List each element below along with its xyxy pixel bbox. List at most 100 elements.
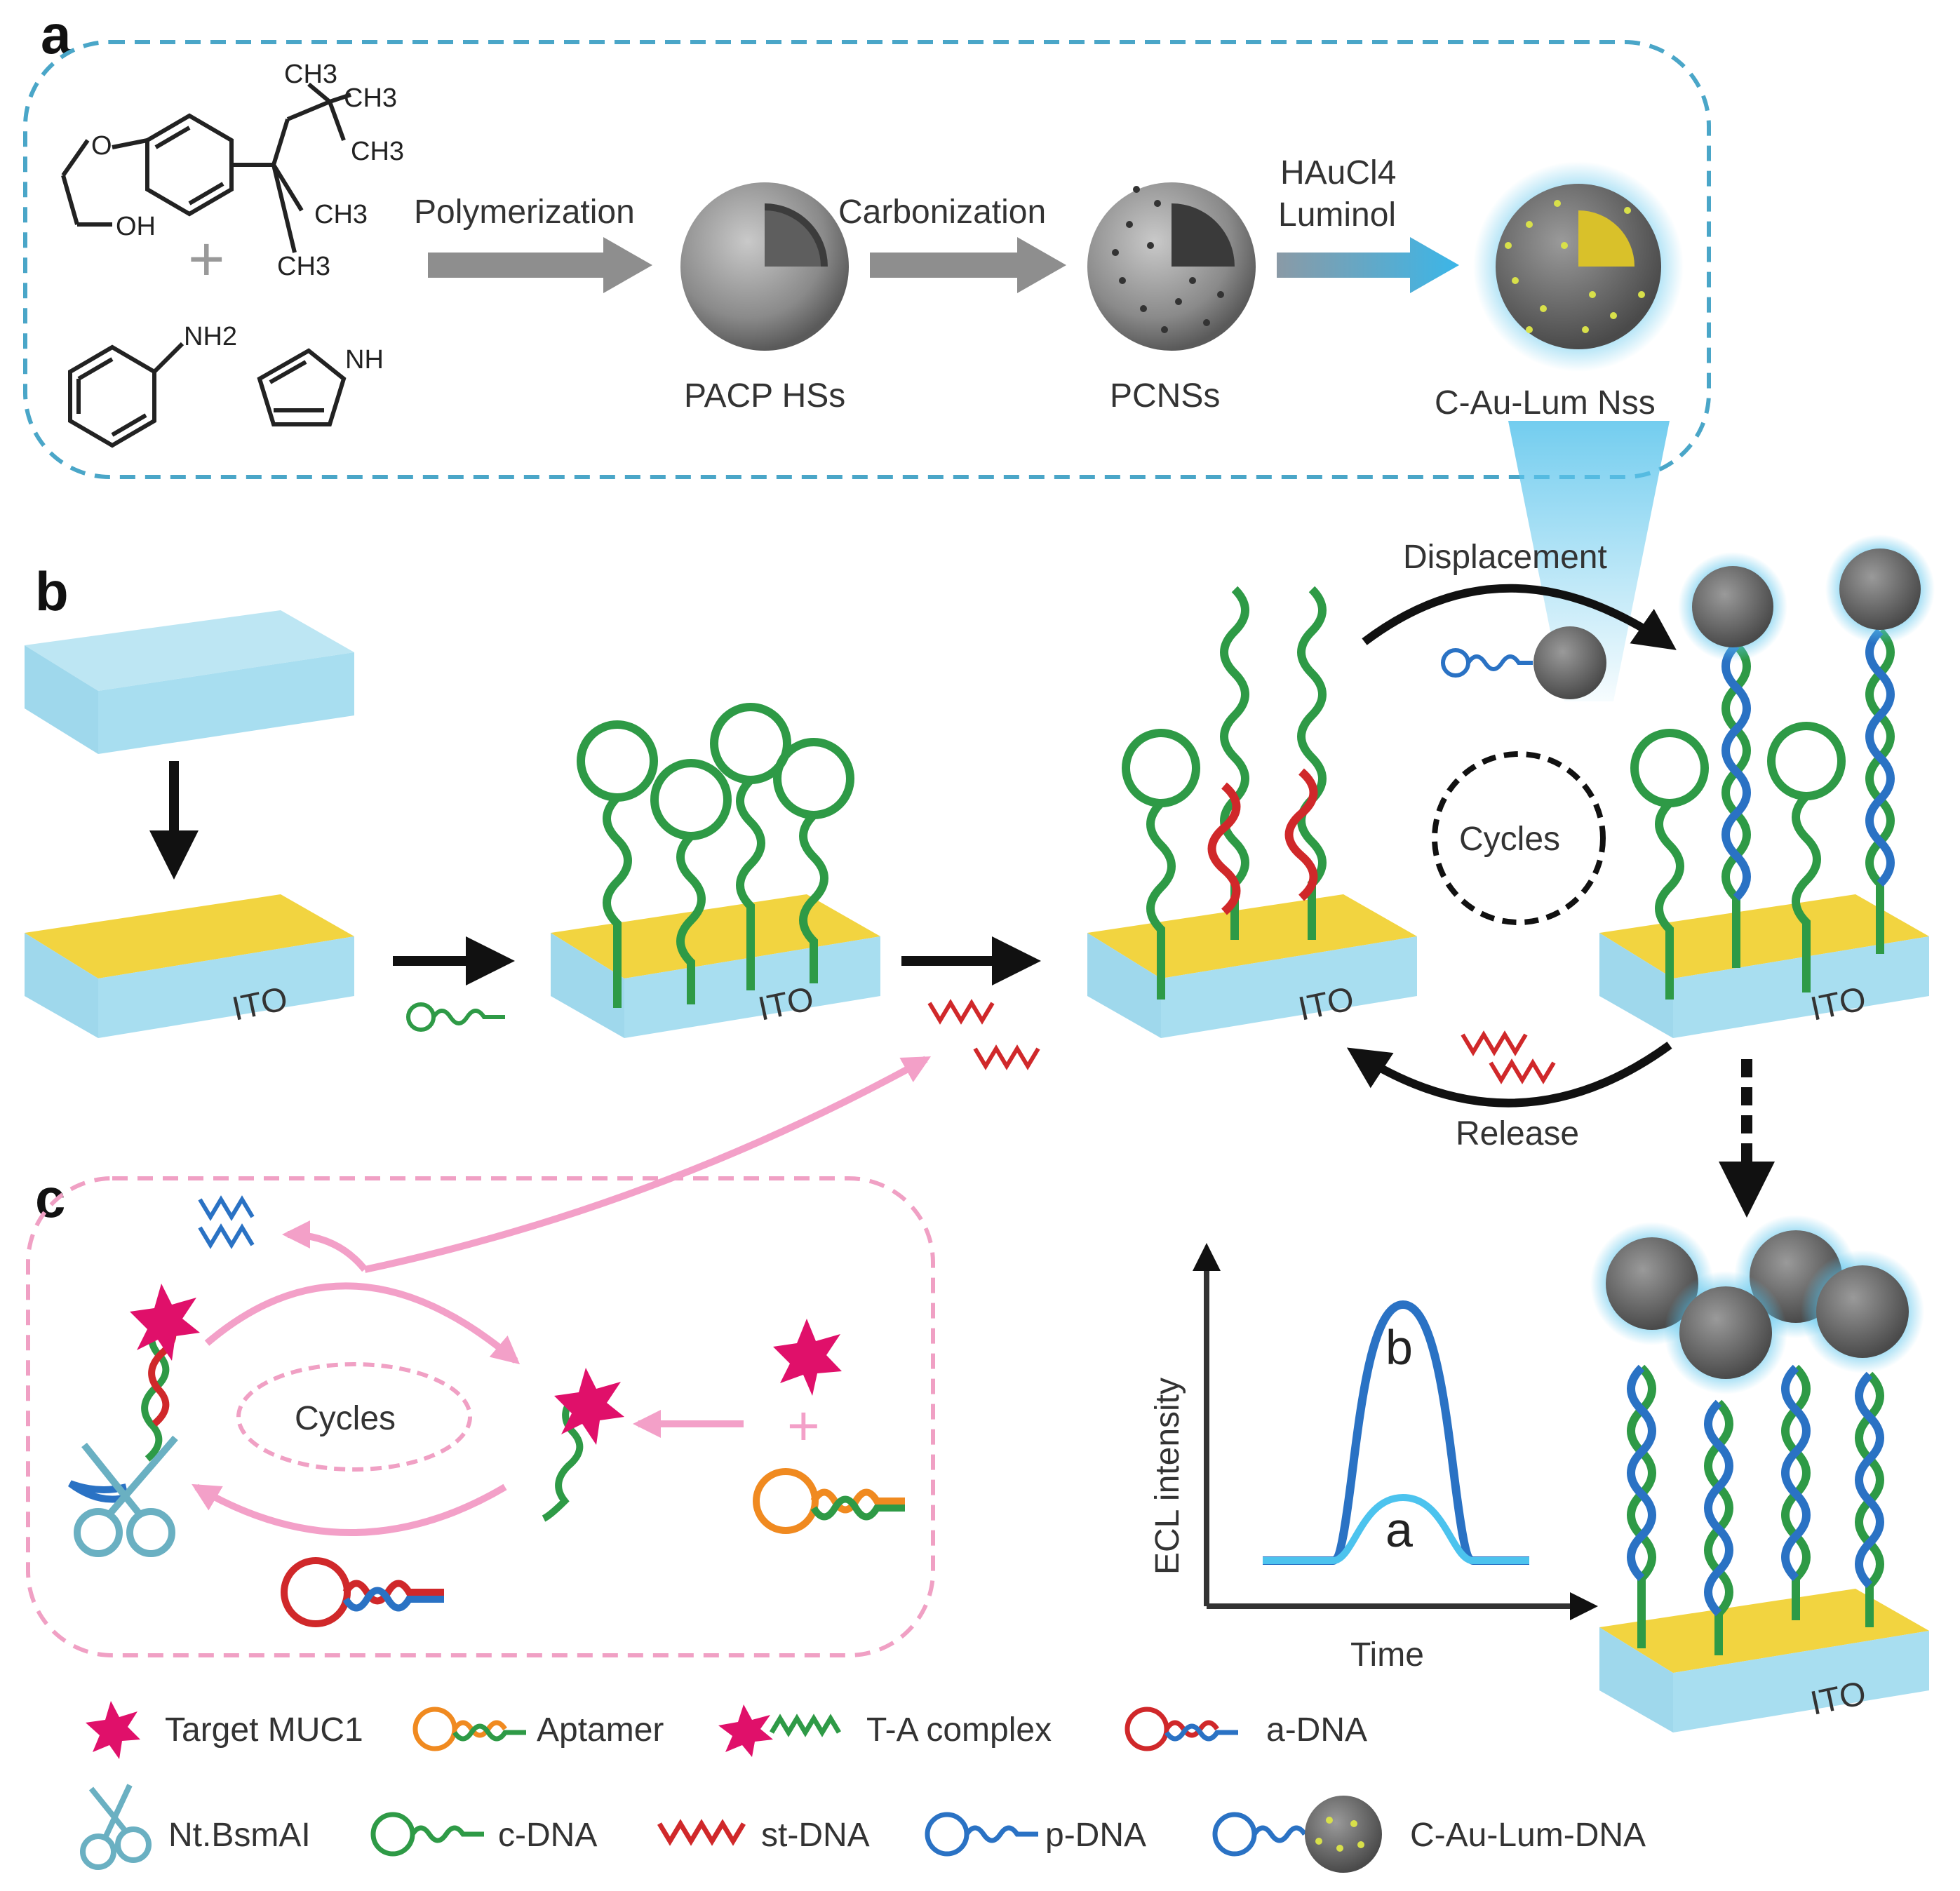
legend-label-c-au-lum-dna: C-Au-Lum-DNA bbox=[1410, 1817, 1646, 1854]
probe-bound-hairpins bbox=[1630, 628, 1895, 1000]
hairpin-icon bbox=[412, 1707, 526, 1751]
legend-item-c-au-lum-dna: C-Au-Lum-DNA bbox=[1212, 1796, 1646, 1873]
luminol-arrow bbox=[1277, 237, 1459, 293]
oh-label: OH bbox=[116, 212, 156, 241]
carbonization-label: Carbonization bbox=[838, 194, 1046, 231]
legend-label-target-muc1: Target MUC1 bbox=[165, 1711, 363, 1749]
o-atom: O bbox=[91, 131, 112, 161]
displacement-arrow bbox=[1362, 584, 1677, 650]
polymerization-label: Polymerization bbox=[414, 194, 635, 231]
c-au-lum-nanosphere bbox=[1473, 161, 1684, 372]
ito-slab-2 bbox=[551, 894, 880, 1038]
haucl4-label: HAuCl4 bbox=[1280, 154, 1396, 191]
ito-slab-3 bbox=[1087, 894, 1417, 1038]
hairpin-icon bbox=[1125, 1707, 1238, 1751]
legend-label-p-dna: p-DNA bbox=[1045, 1817, 1146, 1854]
c-au-lum-dna-icon-b bbox=[1441, 626, 1606, 699]
displacement-label: Displacement bbox=[1403, 539, 1607, 576]
bound-nanoparticles-b bbox=[1678, 534, 1935, 661]
nanoparticle-icon bbox=[1212, 1796, 1382, 1873]
ecl-curve-a-label: a bbox=[1385, 1502, 1413, 1557]
ch3-label-4: CH3 bbox=[314, 200, 368, 229]
a-dna-icon-c bbox=[281, 1557, 444, 1627]
ecl-curve-b bbox=[1263, 1300, 1529, 1565]
st-dna-icon-b bbox=[927, 999, 1040, 1070]
carbonization-arrow bbox=[870, 237, 1066, 293]
pink-arrow-to-released bbox=[282, 1220, 368, 1272]
ch3-label-1: CH3 bbox=[284, 60, 337, 89]
released-st-dna-c bbox=[198, 1195, 255, 1249]
pacp-sphere bbox=[680, 182, 849, 351]
ch3-label-5: CH3 bbox=[277, 252, 330, 281]
legend: Target MUC1 Aptamer T-A complex a-DNA bbox=[80, 1701, 1646, 1873]
triton-molecule bbox=[61, 82, 351, 253]
star-icon bbox=[86, 1701, 140, 1759]
pcnss-sphere bbox=[1087, 182, 1256, 351]
legend-label-nt-bsmai: Nt.BsmAI bbox=[168, 1817, 311, 1854]
legend-item-st-dna: st-DNA bbox=[657, 1817, 870, 1854]
complex-icon bbox=[718, 1704, 842, 1757]
legend-item-aptamer: Aptamer bbox=[412, 1707, 664, 1751]
aptamer-icon-c bbox=[753, 1468, 905, 1534]
cleavage-complex bbox=[68, 1284, 200, 1503]
ch3-label-2: CH3 bbox=[344, 83, 397, 113]
nh-label: NH bbox=[345, 345, 384, 375]
ito-slab-4 bbox=[1599, 894, 1929, 1038]
polymerization-arrow bbox=[428, 237, 652, 293]
ito-slab-final bbox=[1599, 1589, 1929, 1732]
hairpin-icon bbox=[370, 1812, 484, 1857]
c-dna-hairpins-1 bbox=[577, 703, 854, 1008]
aniline-molecule bbox=[68, 342, 184, 448]
wave-icon bbox=[657, 1819, 746, 1846]
panel-a-dashed-box bbox=[23, 40, 1711, 479]
legend-label-aptamer: Aptamer bbox=[537, 1711, 664, 1749]
nh2-label: NH2 bbox=[184, 322, 237, 351]
ecl-ylabel: ECL intensity bbox=[1149, 1378, 1186, 1575]
ecl-xlabel: Time bbox=[1350, 1636, 1424, 1674]
release-arrow bbox=[1346, 1042, 1672, 1108]
ecl-plot: b a ECL intensity Time bbox=[1149, 1243, 1598, 1674]
c-dna-icon-b bbox=[406, 1002, 505, 1032]
legend-item-target-muc1: Target MUC1 bbox=[86, 1701, 363, 1759]
pink-cycle-arrow-bottom bbox=[192, 1483, 507, 1536]
plus-sign-a: + bbox=[188, 224, 225, 295]
final-probes bbox=[1627, 1364, 1884, 1655]
ecl-curve-b-label: b bbox=[1385, 1320, 1413, 1375]
pink-cycle-arrow-top bbox=[204, 1282, 521, 1365]
panel-b-letter: b bbox=[35, 560, 69, 622]
legend-label-t-a-complex: T-A complex bbox=[866, 1711, 1052, 1749]
ch3-label-3: CH3 bbox=[351, 137, 404, 166]
legend-label-c-dna: c-DNA bbox=[498, 1817, 597, 1854]
legend-label-st-dna: st-DNA bbox=[761, 1817, 870, 1854]
legend-item-p-dna: p-DNA bbox=[925, 1812, 1146, 1857]
legend-item-c-dna: c-DNA bbox=[370, 1812, 597, 1857]
cycles-label-b: Cycles bbox=[1459, 821, 1560, 858]
pink-arrow-to-st-dna bbox=[363, 1056, 932, 1273]
blank-ito-slab bbox=[25, 610, 354, 754]
legend-item-nt-bsmai: Nt.BsmAI bbox=[80, 1784, 311, 1870]
panel-c-dashed-box bbox=[26, 1176, 935, 1657]
c-au-lum-label: C-Au-Lum Nss bbox=[1435, 384, 1656, 422]
hairpin-icon bbox=[925, 1812, 1038, 1857]
target-star-c bbox=[773, 1319, 842, 1396]
final-nanoparticles bbox=[1590, 1215, 1924, 1394]
pcnss-label: PCNSs bbox=[1110, 377, 1220, 415]
scissors-icon-c bbox=[74, 1435, 178, 1557]
legend-item-t-a-complex: T-A complex bbox=[718, 1704, 1052, 1757]
legend-label-a-dna: a-DNA bbox=[1266, 1711, 1367, 1749]
legend-item-a-dna: a-DNA bbox=[1125, 1707, 1367, 1751]
luminol-label: Luminol bbox=[1278, 196, 1396, 234]
ito-slab-1 bbox=[25, 894, 354, 1038]
release-label: Release bbox=[1456, 1115, 1579, 1152]
light-beam bbox=[1508, 421, 1670, 701]
cycles-circle-b bbox=[1432, 751, 1606, 925]
st-dna-release-icon bbox=[1461, 1030, 1556, 1084]
pacp-label: PACP HSs bbox=[684, 377, 845, 415]
cycles-ellipse-c bbox=[236, 1362, 472, 1472]
cycles-label-c: Cycles bbox=[295, 1400, 396, 1437]
hairpin-st-dna-complex bbox=[1122, 586, 1327, 1000]
pyrrole-molecule bbox=[257, 348, 347, 426]
plus-sign-c: + bbox=[787, 1394, 820, 1457]
scissors-icon bbox=[80, 1784, 152, 1870]
